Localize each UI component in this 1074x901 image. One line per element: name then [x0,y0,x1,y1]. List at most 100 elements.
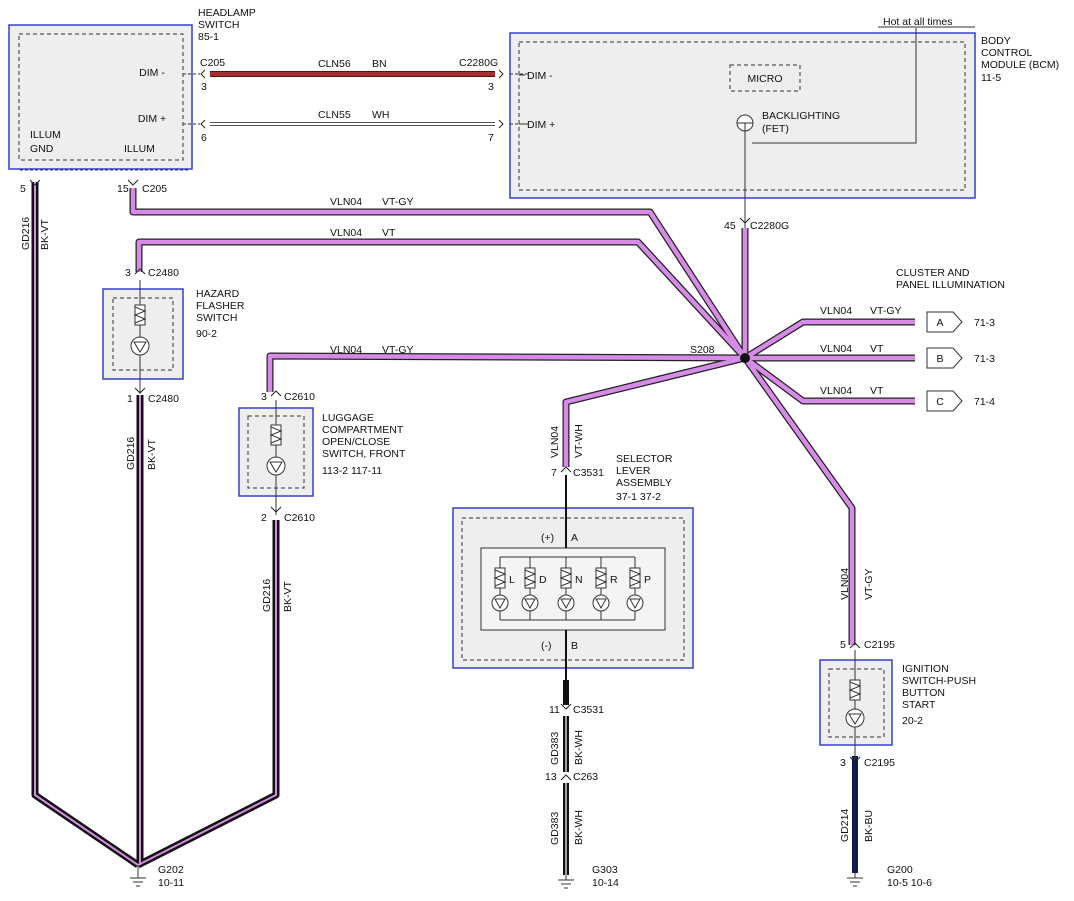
c205-top-label: C205 [200,57,225,69]
c2280g-top-label: C2280G [459,57,498,69]
ground-icon [558,879,574,889]
cln55-label: CLN55 [318,109,351,121]
illum-label-1: ILLUM [30,129,61,141]
splice-s208 [740,353,750,363]
bk-vt-vertical-3: BK-VT [282,580,294,612]
c2480-top-label: C2480 [148,267,179,279]
gnd-label: GND [30,143,54,155]
c205-pin6: 6 [201,132,207,144]
headlamp-illum-label: ILLUM [124,143,155,155]
gd383-vertical-1: GD383 [549,732,561,765]
headlamp-dim-plus-label: DIM + [138,113,166,125]
offpage-b-color: VT [870,343,884,355]
gear-lamp-r: R [592,557,618,620]
violet-wires [129,188,915,645]
c2480-pin3: 3 [125,267,131,279]
c205-arrows [200,69,206,129]
c2280g-pin3: 3 [488,81,494,93]
ignition-switch [819,650,893,760]
offpage-a-circuit: VLN04 [820,305,852,317]
g303-label: G303 [592,864,618,876]
gear-label-r: R [610,574,618,586]
selector-b: B [571,640,578,652]
body-control-module: MICRO BACKLIGHTING (FET) DIM - DIM + [509,28,976,228]
c2280g-bottom-label: C2280G [750,220,789,232]
offpage-c-letter: C [936,396,944,408]
c2480-pin1: 1 [127,393,133,405]
luggage-compartment-switch [238,400,314,515]
headlamp-switch: DIM - DIM + ILLUM GND ILLUM [8,24,200,171]
g303-ref: 10-14 [592,877,619,889]
gd216-vertical-1: GD216 [20,217,32,250]
ground-icon [130,877,146,887]
ground-wires [31,182,858,875]
c2280g-pin7: 7 [488,132,494,144]
gear-lamp-d: D [521,557,547,620]
c205-pin15: 15 [117,183,129,195]
bcm-dim-plus-label: DIM + [527,119,555,131]
gear-label-d: D [539,574,547,586]
bk-bu-vertical: BK-BU [863,810,875,842]
gear-lamp-n: N [557,557,583,620]
c205-pin5: 5 [20,183,26,195]
bcm-dim-minus-label: DIM - [527,70,553,82]
vt-gy-label-1: VT-GY [382,196,414,208]
gear-lamp-l: L [491,557,515,620]
c3531-top-label: C3531 [573,467,604,479]
c205-bottom-label: C205 [142,183,167,195]
ground-g303: G303 10-14 [558,864,619,889]
g202-ref: 10-11 [158,877,184,889]
selector-plus: (+) [541,532,554,544]
headlamp-dim-minus-label: DIM - [139,67,165,79]
vt-gy-vertical: VT-GY [863,568,875,600]
vln04-label-2: VLN04 [330,227,362,239]
selector-minus: (-) [541,640,552,652]
vt-label-2: VT [382,227,396,239]
g200-ref: 10-5 10-6 [887,877,932,889]
g202-label: G202 [158,864,184,876]
luggage-ref: 113-2 117-11 [322,465,382,477]
c2195-pin3: 3 [840,757,846,769]
backlighting-label: BACKLIGHTING [762,110,840,122]
cln56-label: CLN56 [318,58,351,70]
c2195-pin5: 5 [840,639,846,651]
c2480-bottom-label: C2480 [148,393,179,405]
gear-label-l: L [509,574,515,586]
offpage-b-circuit: VLN04 [820,343,852,355]
bk-vt-vertical-1: BK-VT [39,218,51,250]
c205-pin3: 3 [201,81,207,93]
offpage-b-letter: B [936,353,943,365]
c263-label: C263 [573,771,598,783]
offpage-b-ref: 71-3 [974,353,995,365]
gd214-vertical: GD214 [839,809,851,842]
gear-label-p: P [644,574,651,586]
vt-wh-vertical: VT-WH [573,424,585,458]
hot-at-all-times: Hot at all times [883,16,952,28]
vln04-label-1: VLN04 [330,196,362,208]
c3531-bottom-label: C3531 [573,704,604,716]
bk-wh-vertical-2: BK-WH [573,810,585,845]
s208-label: S208 [690,344,715,356]
gear-lamp-p: P [626,557,651,620]
ignition-ref: 20-2 [902,715,923,727]
c2195-top-label: C2195 [864,639,895,651]
c2280g-arrows [498,69,504,129]
c3531-pin7: 7 [551,467,557,479]
c2610-pin3: 3 [261,391,267,403]
g200-label: G200 [887,864,913,876]
hazard-ref: 90-2 [196,328,217,340]
headlamp-switch-ref: 85-1 [198,31,219,43]
fet-label: (FET) [762,123,789,135]
c2280g-pin45: 45 [724,220,736,232]
vln04-vertical-selector: VLN04 [549,426,561,458]
gd216-vertical-2: GD216 [125,437,137,470]
c2610-bottom-label: C2610 [284,512,315,524]
c2195-bottom-label: C2195 [864,757,895,769]
fet-icon [737,122,753,131]
vln04-vertical-ignition: VLN04 [839,568,851,600]
ground-icon [847,877,863,887]
